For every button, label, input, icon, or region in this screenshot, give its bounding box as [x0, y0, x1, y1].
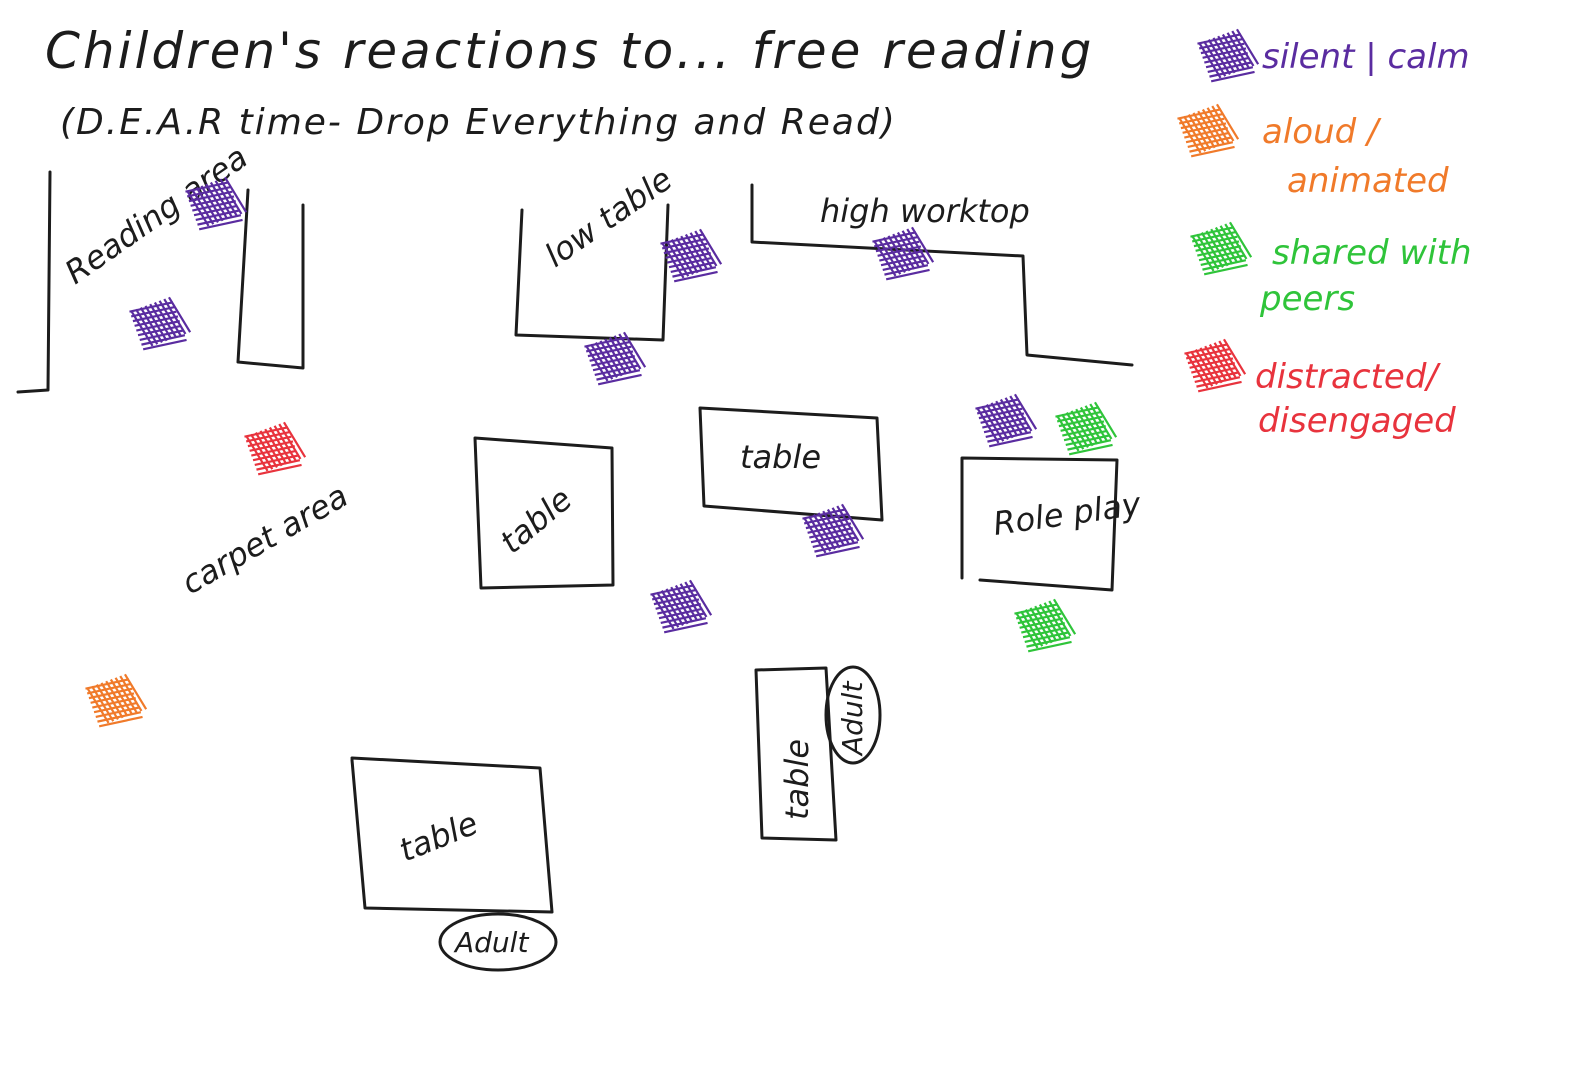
low-table — [514, 203, 670, 342]
observation-mark-silent — [802, 503, 865, 558]
observation-mark-aloud — [85, 673, 148, 728]
table-left-label: table — [493, 480, 580, 561]
adult-bottom — [438, 912, 558, 972]
observation-marks — [85, 28, 1260, 728]
reading-area-wall — [16, 170, 52, 394]
observation-mark-shared — [1055, 401, 1118, 456]
legend-swatch-mark-silent — [1197, 28, 1260, 83]
observation-mark-silent — [650, 579, 713, 634]
legend-shared-label-2: peers — [1259, 279, 1355, 319]
legend-swatch-mark-distracted — [1184, 338, 1247, 393]
table-bottom — [350, 756, 554, 914]
table-bottom-label: table — [394, 804, 483, 870]
observation-mark-silent — [185, 176, 248, 231]
observation-mark-silent — [660, 228, 723, 283]
adult-bottom-label: Adult — [453, 926, 529, 959]
low-table-label: low table — [538, 160, 679, 275]
adult-vertical-label: Adult — [836, 681, 869, 757]
legend-shared-label: shared with — [1272, 233, 1472, 273]
table-vertical — [754, 666, 838, 842]
role-play-area — [960, 456, 1119, 592]
legend-swatch-mark-shared — [1190, 221, 1253, 276]
high-worktop — [750, 183, 1134, 367]
diagram-title: Children's reactions to... free reading — [45, 22, 1094, 80]
observation-mark-silent — [872, 226, 935, 281]
observation-mark-distracted — [244, 421, 307, 476]
table-vertical-label: table — [778, 739, 816, 820]
carpet-area-label: carpet area — [175, 476, 354, 601]
table-top — [698, 406, 884, 522]
role-play-label: Role play — [991, 485, 1144, 543]
legend: silent | calm aloud / animated shared wi… — [1255, 37, 1472, 441]
table-top-label: table — [740, 438, 821, 476]
adult-vertical — [824, 665, 882, 765]
table-left — [473, 436, 615, 590]
diagram-subtitle: (D.E.A.R time- Drop Everything and Read) — [60, 102, 897, 143]
legend-distracted-label: distracted/ — [1255, 357, 1441, 397]
legend-distracted-label-2: disengaged — [1258, 401, 1456, 441]
legend-aloud-label-2: animated — [1287, 161, 1449, 201]
observation-mark-silent — [975, 393, 1038, 448]
legend-aloud-label: aloud / — [1262, 112, 1382, 152]
legend-swatch-mark-aloud — [1177, 103, 1240, 158]
observation-mark-shared — [1014, 598, 1077, 653]
observation-mark-silent — [129, 296, 192, 351]
legend-silent-label: silent | calm — [1262, 37, 1470, 77]
observation-mark-silent — [584, 331, 647, 386]
bookshelf — [236, 188, 305, 370]
high-worktop-label: high worktop — [820, 192, 1030, 230]
